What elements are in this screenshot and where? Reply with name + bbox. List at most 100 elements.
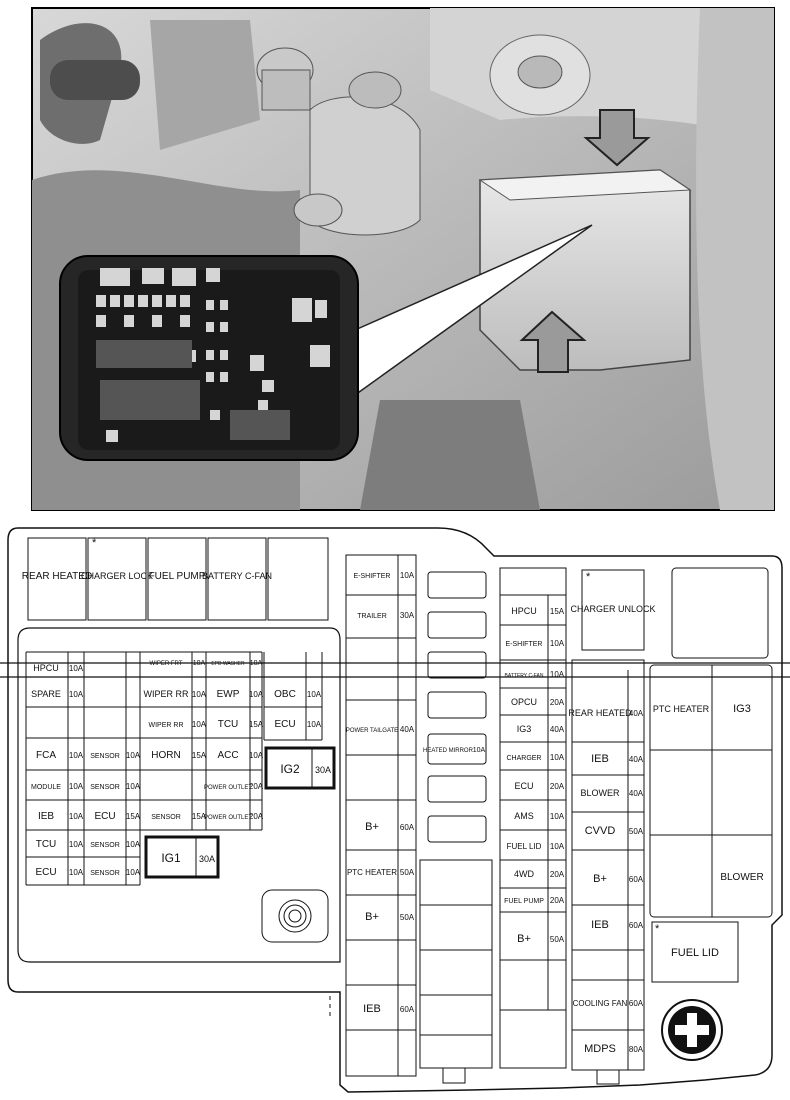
fuse-label: E-SHIFTER (506, 641, 543, 648)
fuse-amp: 10A (550, 812, 565, 821)
fuse-label: EWP (217, 689, 240, 700)
fuse-amp: 60A (400, 1005, 415, 1014)
fuse-label: OBC (274, 689, 296, 700)
fuse-label: CVVD (585, 825, 616, 837)
fuse-label: ECU (514, 781, 533, 791)
fuse-amp: 10A (250, 660, 263, 667)
fuse-amp: 50A (400, 868, 415, 877)
fuse-amp: 10A (400, 571, 415, 580)
fuse-amp: 60A (629, 999, 644, 1008)
fuse-amp: 60A (629, 921, 644, 930)
fuse-label: 4WD (514, 869, 535, 879)
fuse-label: SENSOR (90, 870, 120, 877)
fuse-label: BATTERY C-FAN (202, 571, 272, 581)
fuse-amp: 10A (192, 690, 207, 699)
fuse-label: SENSOR (90, 784, 120, 791)
ground-plus-icon (661, 999, 723, 1061)
fuse-label: COOLING FAN (573, 999, 628, 1008)
fuse-label: HPCU (33, 663, 59, 673)
fuse-amp: 10A (69, 751, 84, 760)
fuse-star: * (92, 537, 97, 549)
fuse-amp: 10A (69, 812, 84, 821)
fuse-amp: 10A (69, 868, 84, 877)
fuse-box-outline (7, 527, 783, 1093)
fuse-label: B+ (517, 933, 531, 945)
fuse-amp: 10A (550, 753, 565, 762)
fuse-amp: 40A (550, 725, 565, 734)
fuse-label: ECU (94, 811, 115, 822)
fuse-amp: 50A (400, 913, 415, 922)
fuse-amp: 15A (249, 720, 264, 729)
up-arrow-icon (519, 310, 587, 373)
fuse-amp: 10A (307, 720, 322, 729)
fuse-label: SPARE (31, 689, 61, 699)
fuse-amp: 20A (550, 698, 565, 707)
fuse-amp: 20A (550, 782, 565, 791)
fuse-label: B+ (365, 821, 379, 833)
fuse-amp: 10A (307, 690, 322, 699)
fuse-label: SENSOR (151, 814, 181, 821)
fuse-amp: 10A (69, 782, 84, 791)
fuse-label: ECU (35, 867, 56, 878)
fuse-label: BATTERY C-FAN (505, 673, 544, 679)
fuse-amp: 40A (400, 725, 415, 734)
fuse-label: IEB (591, 753, 609, 765)
fuse-amp: 20A (249, 782, 264, 791)
fuse-amp: 10A (473, 747, 486, 754)
fuse-label: CHARGER UNLOCK (570, 604, 655, 614)
fuse-label: ACC (217, 750, 238, 761)
fuse-label: EPB WASHER (211, 661, 245, 667)
fuse-amp: 80A (629, 1045, 644, 1054)
relay-amp: 30A (199, 854, 215, 864)
fuse-amp: 10A (550, 639, 565, 648)
fuse-amp: 30A (400, 611, 415, 620)
fuse-label: TCU (218, 719, 239, 730)
fuse-label: REAR HEATED (22, 571, 92, 582)
fuse-amp: 20A (249, 812, 264, 821)
fuse-label: CHARGER (506, 755, 541, 762)
fuse-amp: 40A (629, 789, 644, 798)
fuse-label: IEB (38, 811, 54, 822)
fuse-amp: 20A (550, 896, 565, 905)
fuse-label: POWER OUTLET (204, 785, 252, 791)
fuse-amp: 10A (126, 751, 141, 760)
fuse-label: POWER TAILGATE (346, 728, 398, 734)
fuse-label: B+ (365, 911, 379, 923)
fuse-label: WIPER RR (149, 722, 184, 729)
fuse-label: ECU (274, 719, 295, 730)
fuse-amp: 10A (249, 690, 264, 699)
relay-label: PTC HEATER (653, 704, 710, 714)
fuse-label: REAR HEATED (568, 708, 632, 718)
fuse-label: WIPER RR (144, 689, 190, 699)
fuse-amp: 10A (69, 664, 84, 673)
fuse-label: HORN (151, 750, 180, 761)
fuse-label: FUEL PUMP (504, 898, 544, 905)
fuse-amp: 50A (629, 827, 644, 836)
fuse-amp: 10A (192, 720, 207, 729)
fuse-label: TRAILER (357, 613, 387, 620)
fuse-label: MODULE (31, 784, 61, 791)
relay-amp: 30A (315, 765, 331, 775)
fuse-label: HEATED MIRROR (423, 748, 474, 754)
fuse-label: POWER OUTLET (204, 815, 252, 821)
fuse-label: IEB (363, 1003, 381, 1015)
relay-label: IG1 (161, 851, 181, 865)
fuse-label: BLOWER (580, 788, 620, 798)
fuse-star: * (655, 923, 660, 935)
fuse-label: FUEL LID (507, 842, 542, 851)
relay-label: IG3 (733, 703, 751, 715)
fuse-label: IEB (591, 919, 609, 931)
fuse-amp: 10A (249, 751, 264, 760)
fuse-amp: 60A (400, 823, 415, 832)
fuse-amp: 10A (550, 842, 565, 851)
fuse-amp: 40A (629, 755, 644, 764)
fuse-label: WIPER FRT (150, 661, 183, 667)
fuse-label: B+ (593, 873, 607, 885)
relay-label: FUEL LID (671, 947, 719, 959)
fuse-amp: 15A (550, 607, 565, 616)
fuse-label: AMS (514, 811, 534, 821)
fuse-label: FUEL PUMP (149, 571, 206, 582)
fuse-label: OPCU (511, 697, 537, 707)
